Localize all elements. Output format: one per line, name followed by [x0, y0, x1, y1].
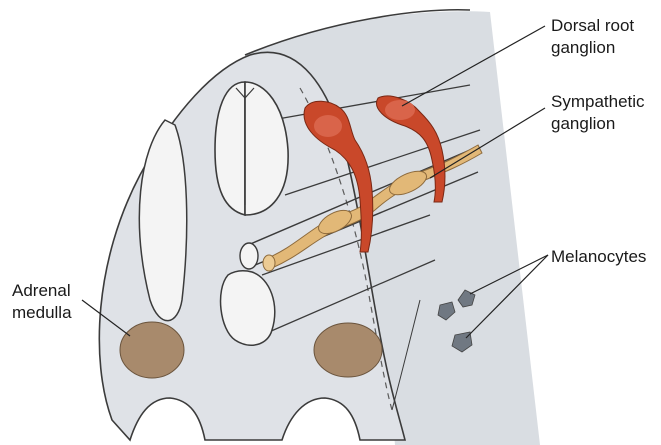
- label-adrenal-line1: Adrenal: [12, 281, 71, 300]
- adrenal-medulla-right: [314, 323, 382, 377]
- label-adrenal-line2: medulla: [12, 303, 72, 322]
- label-sympathetic-line2: ganglion: [551, 114, 615, 133]
- label-melanocytes: Melanocytes: [551, 247, 646, 266]
- sympathetic-chain-end: [263, 255, 275, 271]
- dorsal-root-ganglion-2-body: [385, 100, 415, 120]
- label-sympathetic-line1: Sympathetic: [551, 92, 645, 111]
- label-dorsal-root-line1: Dorsal root: [551, 16, 634, 35]
- label-dorsal-root-line2: ganglion: [551, 38, 615, 57]
- dorsal-root-ganglion-1-body: [314, 115, 342, 137]
- notochord-end: [240, 243, 258, 269]
- adrenal-medulla-left: [120, 322, 184, 378]
